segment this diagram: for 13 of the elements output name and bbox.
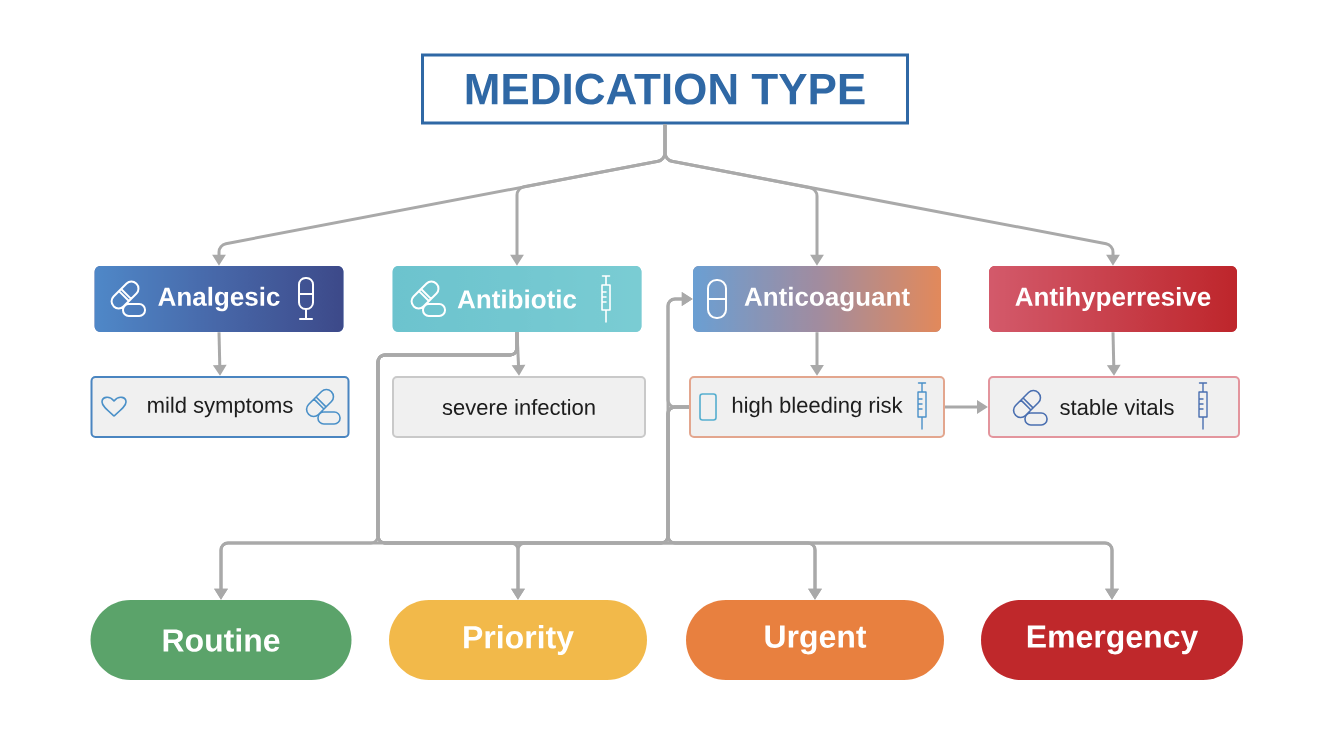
title-box: MEDICATION TYPE [421, 53, 909, 125]
category-box: Anticoaguant [693, 266, 941, 332]
condition-box: stable vitals [988, 376, 1240, 438]
priority-pill: Priority [389, 600, 647, 680]
category-box: Antihyperresive [989, 266, 1237, 332]
condition-box: severe infection [392, 376, 646, 438]
category-box: Antibiotic [392, 266, 642, 332]
category-box: Analgesic [94, 266, 344, 332]
priority-pill: Emergency [981, 600, 1243, 680]
condition-box: high bleeding risk [689, 376, 945, 438]
priority-pill: Routine [90, 600, 352, 680]
priority-pill: Urgent [686, 600, 944, 680]
condition-box: mild symptoms [90, 376, 350, 438]
